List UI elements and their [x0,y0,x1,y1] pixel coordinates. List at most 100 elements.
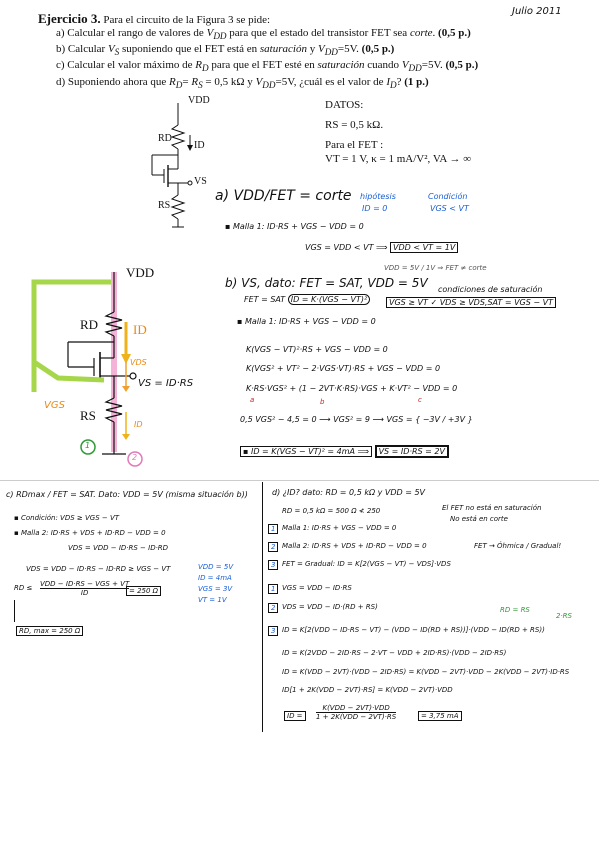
part-b-loop-1: ▪ Malla 1: ID·RS + VGS − VDD = 0 [237,317,376,326]
part-a-result: VGS = VDD < VT ⟹ VDD < VT = 1V [305,242,459,253]
part-d-vgs: VGS = VDD − ID·RS [282,584,352,592]
part-d-note-2: No está en corte [450,515,508,523]
column-divider [262,482,263,732]
part-b-id-result: ▪ ID = K(VGS − VT)² = 4mA ⟹ [240,446,373,457]
part-d-vds: VDS = VDD − ID·(RD + RS) [282,603,378,611]
part-b-line-4: 0,5 VGS² − 4,5 = 0 ⟶ VGS² = 9 ⟶ VGS = { … [240,415,473,424]
part-c-condition: ▪ Condición: VDS ≥ VGS − VT [14,514,120,522]
data-params: VT = 1 V, κ = 1 mA/V², VA → ∞ [325,153,472,165]
small-fig-vdd: VDD [188,95,210,106]
part-b-saturation-law: ID = K·(VGS − VT)² [287,294,371,305]
statement-item-b: b) Calcular VS suponiendo que el FET est… [56,43,395,58]
part-b-fet-sat: FET = SAT [244,295,286,304]
part-c-value-vt: VT = 1V [198,596,227,604]
step-3-marker-b: 3 [268,626,279,636]
part-c-fraction-num: VDD − ID·RS − VGS + VT [40,580,130,589]
part-c-fraction: VDD − ID·RS − VGS + VT ID [40,580,130,597]
saturation-conditions-title: condiciones de saturación [438,285,543,294]
part-c-value-vdd: VDD = 5V [198,563,234,571]
part-c-vds-1: VDS = VDD − ID·RS − ID·RD [68,544,169,552]
step-3-marker: 3 [268,560,279,570]
part-d-green-note-2: 2·RS [556,612,572,620]
date: Julio 2011 [512,6,562,17]
saturation-conditions-box: VGS ≥ VT ✓ VDS ≥ VDS,SAT = VGS − VT [386,297,556,308]
part-a-hypothesis-value: ID = 0 [362,204,388,213]
coef-c-label: c [418,396,422,404]
part-b-line-3: K·RS·VGS² + (1 − 2VT·K·RS)·VGS + K·VT² −… [246,384,458,393]
step-1-marker: 1 [268,524,279,534]
part-c-loop-2: ▪ Malla 2: ID·RS + VDS + ID·RD − VDD = 0 [14,529,166,537]
part-d-eq-3: ID = K[2(VDD − ID·RS − VT) − (VDD − ID(R… [282,626,545,634]
statement-item-a: a) Calcular el rango de valores de VDD p… [56,27,471,42]
part-a-condition-value: VGS < VT [430,204,469,213]
big-fig-vds: VDS [130,358,147,367]
part-b-line-1: K(VGS − VT)²·RS + VGS − VDD = 0 [246,345,388,354]
part-b-vs-result: VS = ID·RS = 2V [374,445,449,458]
small-fig-vs: VS [194,176,207,187]
part-b-final: ▪ ID = K(VGS − VT)² = 4mA ⟹ VS = ID·RS =… [240,445,449,458]
data-block: DATOS: RS = 0,5 kΩ. Para el FET : VT = 1… [325,98,471,166]
part-d-answer-fraction: K(VDD − 2VT)·VDD 1 + 2K(VDD − 2VT)·RS [316,704,397,721]
part-d-rd-line: RD = 0,5 kΩ = 500 Ω ≮ 250 [282,507,381,515]
part-b-eq1: FET = SAT ID = K·(VGS − VT)² [244,294,371,305]
part-a-result-eq: VGS = VDD < VT ⟹ [305,243,388,252]
part-c-vds-2: VDS = VDD − ID·RS − ID·RD ≥ VGS − VT [26,565,171,573]
part-c-fraction-den: ID [80,589,89,597]
figure-3-circuit [151,103,193,228]
big-fig-rs: RS [80,408,96,423]
data-fet: Para el FET : [325,139,384,151]
part-c-value-id: ID = 4mA [198,574,232,582]
part-d-eq-4: ID = K(2VDD − 2ID·RS − 2·VT − VDD + 2ID·… [282,649,507,657]
part-b-heading: b) VS, dato: FET = SAT, VDD = 5V [225,276,428,290]
part-d-green-note-1: RD = RS [500,606,530,614]
part-d-answer-lhs: ID = [284,711,306,721]
part-d-gradual-law: FET = Gradual: ID = K[2(VGS − VT) − VDS]… [282,560,451,568]
part-c-fraction-result: = 250 Ω [126,586,162,596]
part-c-value-vgs: VGS = 3V [198,585,233,593]
part-d-answer-value: = 3,75 mA [418,711,462,721]
part-d-note-1: El FET no está en saturación [442,504,542,512]
section-divider [0,480,599,481]
step-2-marker: 2 [268,542,279,552]
loop-1-label: 1 [85,441,91,450]
problem-statement: Ejercicio 3. Para el circuito de la Figu… [38,12,558,92]
part-b-line-2: K(VGS² + VT² − 2·VGS·VT)·RS + VGS − VDD … [246,364,441,373]
small-fig-rd: RD [158,133,172,144]
small-fig-id: ID [194,140,205,151]
part-d-loop-2: Malla 2: ID·RS + VDS + ID·RD − VDD = 0 [282,542,427,550]
exercise-title: Ejercicio 3. [38,11,101,26]
part-a-boxed-answer: VDD < VT = 1V [390,242,459,253]
coef-a-label: a [250,396,255,404]
statement-item-c: c) Calcular el valor máximo de RD para q… [56,59,479,74]
part-c-final-answer: RD, max = 250 Ω [16,626,84,636]
statement-item-d: d) Suponiendo ahora que RD= RS = 0,5 kΩ … [56,75,429,90]
part-a-hypothesis-label: hipótesis [360,192,396,201]
part-c-rd-le: RD ≤ [14,584,33,592]
exercise-intro: Para el circuito de la Figura 3 se pide: [103,14,271,26]
big-fig-rd: RD [80,317,99,332]
part-d-loop-1: Malla 1: ID·RS + VGS − VDD = 0 [282,524,397,532]
part-d-eq-6: ID[1 + 2K(VDD − 2VT)·RS] = K(VDD − 2VT)·… [282,686,453,694]
part-c-heading: c) RDmax / FET = SAT. Dato: VDD = 5V (mi… [6,490,248,499]
step-2-marker-b: 2 [268,603,279,613]
part-b-note: VDD = 5V / 1V ⇒ FET ≠ corte [384,264,487,272]
part-a-loop-1: ▪ Malla 1: ID·RS + VGS − VDD = 0 [225,222,364,231]
part-c-arrow [14,600,15,622]
loop-2-label: 2 [132,453,138,462]
big-fig-id-lower: ID [134,420,143,429]
big-fig-vdd: VDD [126,265,155,280]
big-fig-id: ID [133,322,147,337]
part-c-values: VDD = 5V ID = 4mA VGS = 3V VT = 1V [198,562,233,606]
part-d-eq-5: ID = K(VDD − 2VT)·(VDD − 2ID·RS) = K(VDD… [282,668,570,676]
data-title: DATOS: [325,99,364,111]
coef-b-label: b [320,398,325,406]
small-fig-rs: RS [158,200,171,211]
part-d-answer-den: 1 + 2K(VDD − 2VT)·RS [316,713,397,721]
part-a-heading: a) VDD/FET = corte [215,188,352,204]
data-rs: RS = 0,5 kΩ. [325,119,384,131]
big-fig-vs: VS = ID·RS [138,378,194,389]
part-d-answer-num: K(VDD − 2VT)·VDD [316,704,397,713]
part-d-gradual-note: FET → Óhmica / Gradual! [474,542,562,550]
big-fig-vgs: VGS [44,400,65,411]
part-d-heading: d) ¿ID? dato: RD = 0,5 kΩ y VDD = 5V [272,488,426,497]
